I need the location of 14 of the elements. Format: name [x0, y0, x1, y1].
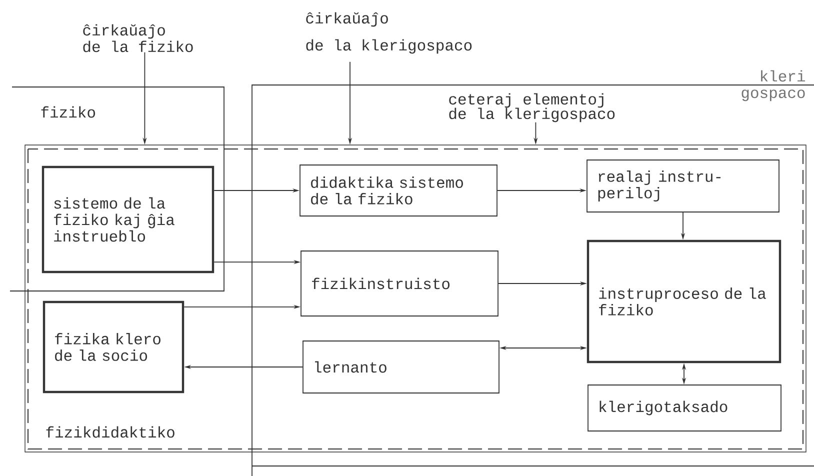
- caption-text: ĉirkaŭaĵo de la fiziko: [83, 24, 193, 52]
- process-box: instruproceso de la fiziko: [586, 240, 782, 364]
- process-box: klerigotaksado: [588, 384, 782, 432]
- process-box: didaktika sistemo de la fiziko: [300, 164, 498, 216]
- region-label: fiziko: [41, 106, 95, 118]
- region-label: kleri gospaco: [742, 70, 805, 102]
- process-box: lernanto: [302, 340, 500, 394]
- process-box: fizikinstruisto: [300, 250, 498, 316]
- process-box: realaj instru- periloj: [586, 160, 780, 212]
- caption-text: ĉirkaŭaĵo de la klerigospaco: [306, 12, 472, 54]
- region-label: fizikdidaktiko: [46, 426, 174, 438]
- process-box: sistemo de la fiziko kaj ĝia instrueblo: [42, 166, 214, 274]
- process-box: fizika klero de la socio: [42, 300, 184, 394]
- caption-text: ceteraj elementoj de la klerigospaco: [449, 93, 615, 122]
